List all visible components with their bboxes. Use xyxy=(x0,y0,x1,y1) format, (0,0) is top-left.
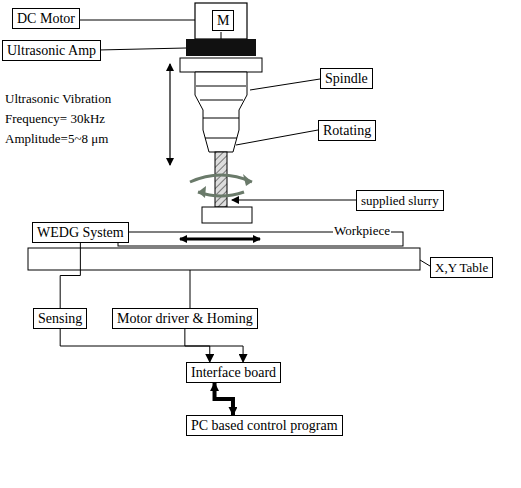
connector xyxy=(185,329,243,362)
box-text: Ultrasonic Amp xyxy=(7,43,96,58)
annotation-text: Ultrasonic Vibration xyxy=(4,90,112,107)
box-text: M xyxy=(217,13,229,28)
box-text: PC based control program xyxy=(191,418,338,433)
table-label: X,Y Table xyxy=(430,257,493,278)
annotation-text: Frequency= 30kHz xyxy=(4,110,106,127)
annotation-text: Amplitude=5~8 μm xyxy=(4,130,109,147)
annotation-text: Workpiece xyxy=(333,222,391,239)
amp-label: Ultrasonic Amp xyxy=(2,40,101,61)
box-text: supplied slurry xyxy=(361,193,439,208)
box-text: X,Y Table xyxy=(435,260,488,275)
box-text: Sensing xyxy=(38,311,82,326)
motor-label: DC Motor xyxy=(12,8,80,29)
slurry-label: supplied slurry xyxy=(356,190,444,211)
box-text: Spindle xyxy=(325,71,368,86)
box-text: Interface board xyxy=(191,365,276,380)
connector xyxy=(215,383,233,415)
pc-box: PC based control program xyxy=(186,415,343,436)
box-text: DC Motor xyxy=(17,11,75,26)
interface-box: Interface board xyxy=(186,362,281,383)
box-text: WEDG System xyxy=(37,225,124,240)
rotating-label: Rotating xyxy=(318,120,376,141)
motor-symbol: M xyxy=(212,10,234,31)
box-text: Motor driver & Homing xyxy=(117,311,253,326)
spindle-label: Spindle xyxy=(320,68,373,89)
sensing-box: Sensing xyxy=(33,308,87,329)
driver-box: Motor driver & Homing xyxy=(112,308,258,329)
connector xyxy=(60,243,80,308)
wedg-label: WEDG System xyxy=(32,222,129,243)
box-text: Rotating xyxy=(323,123,371,138)
